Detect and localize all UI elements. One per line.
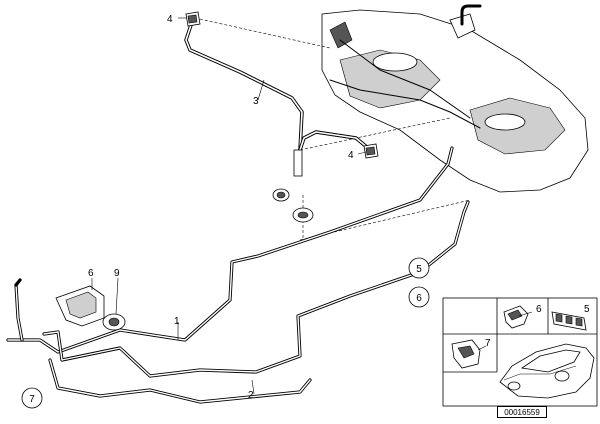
fuel-tank: [321, 4, 589, 193]
inset-callout-5: 5: [584, 304, 590, 315]
line-clip: [272, 188, 314, 223]
hose-clip-top: [185, 11, 201, 27]
callout-9: 9: [114, 268, 120, 279]
circled-callout-6: 6: [408, 286, 430, 308]
inset-clip-strip: [551, 311, 587, 331]
fuel-line-1: [6, 146, 454, 354]
guide-line: [299, 199, 471, 241]
inset-callout-7: 7: [485, 338, 491, 349]
circled-callout-7: 7: [21, 387, 43, 409]
leader-line: [115, 277, 119, 315]
rubber-grommet: [102, 313, 126, 331]
callout-1: 1: [174, 316, 180, 327]
callout-2: 2: [248, 390, 254, 401]
fuel-line-2: [42, 200, 470, 404]
callout-6: 6: [88, 268, 94, 279]
guide-line: [194, 17, 331, 49]
callout-3: 3: [253, 96, 259, 107]
mounting-bracket: [55, 285, 105, 327]
hose-clip-mid: [363, 143, 379, 159]
leader-line: [357, 151, 367, 155]
vent-hose: [184, 20, 370, 177]
diagram-reference-id: 00016559: [497, 406, 547, 418]
svg-text:5: 5: [416, 264, 422, 275]
car-silhouette: [499, 343, 595, 399]
svg-text:7: 7: [29, 394, 35, 405]
inset-bracket: [503, 305, 533, 329]
callout-4-top: 4: [167, 14, 173, 25]
inset-callout-6: 6: [536, 304, 542, 315]
leader-line: [251, 379, 255, 395]
circled-callout-5: 5: [408, 257, 430, 279]
inset-holder: [451, 339, 487, 369]
callout-4-mid: 4: [348, 150, 354, 161]
svg-text:6: 6: [416, 293, 422, 304]
leader-line: [257, 79, 265, 101]
guide-line: [299, 117, 451, 151]
inset-panel: 6 5 7: [442, 297, 598, 407]
